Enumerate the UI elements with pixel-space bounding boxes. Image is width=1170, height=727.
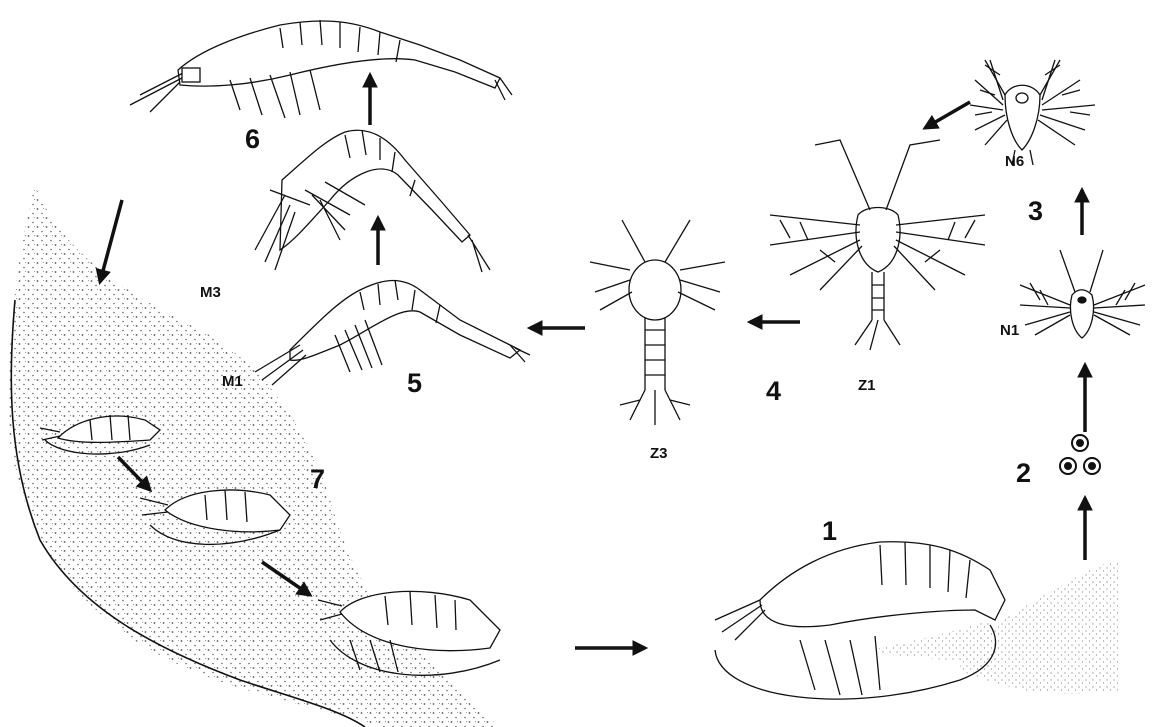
postlarva-6 <box>130 20 512 118</box>
nauplius-n1 <box>1020 250 1145 338</box>
arrow-6-to-7 <box>100 200 122 282</box>
zoea-z1 <box>770 140 985 350</box>
larva-label-n6: N6 <box>1005 153 1024 170</box>
adult-shrimp-1 <box>715 542 1005 699</box>
stage-label-3: 3 <box>1028 196 1043 226</box>
stage-label-4: 4 <box>766 376 781 406</box>
nauplius-n6 <box>970 60 1095 165</box>
stage-label-7: 7 <box>310 464 325 494</box>
larva-label-m1: M1 <box>222 373 243 390</box>
larva-label-m3: M3 <box>200 284 221 301</box>
larva-label-n1: N1 <box>1000 322 1019 339</box>
larva-label-z1: Z1 <box>858 377 876 394</box>
stage-label-6: 6 <box>245 124 260 154</box>
larva-label-z3: Z3 <box>650 445 668 462</box>
stage-label-5: 5 <box>407 368 422 398</box>
mysis-m3 <box>255 130 490 272</box>
stage-label-1: 1 <box>822 516 837 546</box>
sediment-right-2 <box>870 620 990 660</box>
arrow-n6-to-z1 <box>925 102 970 128</box>
stage-label-2: 2 <box>1016 458 1031 488</box>
mysis-m1 <box>255 280 530 385</box>
eggs <box>1060 435 1100 474</box>
zoea-z3 <box>590 220 725 425</box>
